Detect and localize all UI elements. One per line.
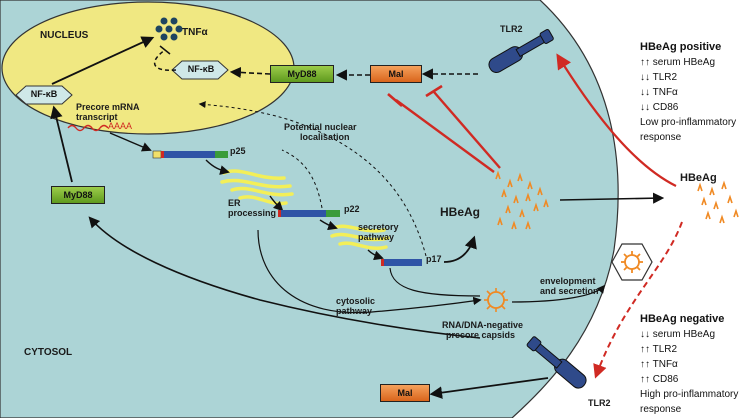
capsids-label-line2: precore capsids bbox=[446, 330, 516, 340]
er-label-line2: processing bbox=[228, 208, 277, 218]
p22-label: p22 bbox=[344, 204, 360, 214]
nuclear-localisation-label-line2: localisation bbox=[300, 132, 350, 142]
precore-capsid bbox=[484, 288, 508, 312]
tnf-alpha-label: TNFα bbox=[182, 27, 208, 38]
hbeag-cluster-outer bbox=[697, 182, 739, 224]
positive-row: ↓↓ CD86 bbox=[640, 102, 679, 113]
hbeag-negative-panel: HBeAg negative ↓↓ serum HBeAg ↑↑ TLR2 ↑↑… bbox=[640, 312, 738, 417]
negative-row: ↑↑ TLR2 bbox=[640, 344, 678, 355]
p17-label: p17 bbox=[426, 254, 442, 264]
nfkb-left-label: NF-κB bbox=[30, 89, 58, 99]
precore-mrna-label-line1: Precore mRNA bbox=[76, 102, 140, 112]
polya-label: AAAA bbox=[108, 121, 133, 131]
capsids-label-line1: RNA/DNA-negative bbox=[442, 320, 524, 330]
envelopment-label-line2: and secretion bbox=[540, 286, 599, 296]
tnf-alpha-molecules bbox=[155, 17, 183, 41]
negative-row: ↓↓ serum HBeAg bbox=[640, 329, 716, 340]
tlr2-receptor-bottom bbox=[526, 336, 587, 389]
nuclear-localisation-label-line1: Potential nuclear bbox=[284, 122, 357, 132]
cytosolic-label-line2: pathway bbox=[336, 306, 373, 316]
negative-row: ↑↑ CD86 bbox=[640, 374, 679, 385]
hbeag-negative-title: HBeAg negative bbox=[640, 313, 725, 325]
nucleus-label: NUCLEUS bbox=[40, 30, 89, 41]
cytosol-label: CYTOSOL bbox=[24, 347, 73, 358]
mal-bottom-box: Mal bbox=[380, 384, 430, 402]
tlr2-receptor-top bbox=[488, 29, 554, 73]
hbeag-outer-label: HBeAg bbox=[680, 172, 717, 184]
er-label-line1: ER bbox=[228, 198, 241, 208]
enveloped-virion bbox=[611, 243, 653, 281]
tlr2-top-label: TLR2 bbox=[500, 24, 523, 34]
mrna-squiggle bbox=[67, 124, 109, 132]
myd88-top-box: MyD88 bbox=[270, 65, 334, 83]
p22-protein-bar bbox=[278, 210, 340, 217]
p17-protein-bar bbox=[381, 259, 422, 266]
nucleus bbox=[1, 1, 295, 135]
positive-row: ↓↓ TLR2 bbox=[640, 72, 678, 83]
nfkb-nucleus-label: NF-κB bbox=[187, 64, 215, 74]
secretory-label-line1: secretory bbox=[358, 222, 399, 232]
positive-row: ↑↑ serum HBeAg bbox=[640, 57, 716, 68]
p25-protein-bar bbox=[152, 150, 228, 159]
negative-row: ↑↑ TNFα bbox=[640, 359, 678, 370]
negative-summary-line2: response bbox=[640, 404, 682, 415]
tlr2-bottom-label: TLR2 bbox=[588, 398, 611, 408]
nfkb-diamond-left bbox=[15, 85, 73, 105]
mal-top-box: Mal bbox=[370, 65, 422, 83]
p25-label: p25 bbox=[230, 146, 246, 156]
cytosolic-label-line1: cytosolic bbox=[336, 296, 376, 306]
hbeag-positive-title: HBeAg positive bbox=[640, 41, 722, 53]
negative-summary-line1: High pro-inflammatory bbox=[640, 389, 739, 400]
hbeag-positive-panel: HBeAg positive ↑↑ serum HBeAg ↓↓ TLR2 ↓↓… bbox=[640, 40, 736, 145]
secretory-label-line2: pathway bbox=[358, 232, 395, 242]
precore-mrna-label-line2: transcript bbox=[76, 112, 118, 122]
envelopment-label-line1: envelopment bbox=[540, 276, 596, 286]
positive-summary-line1: Low pro-inflammatory bbox=[640, 117, 737, 128]
hbeag-inner-label: HBeAg bbox=[440, 205, 481, 219]
myd88-left-box: MyD88 bbox=[51, 186, 105, 204]
positive-row: ↓↓ TNFα bbox=[640, 87, 678, 98]
nfkb-diamond-nucleus bbox=[171, 60, 229, 80]
positive-summary-line2: response bbox=[640, 132, 682, 143]
